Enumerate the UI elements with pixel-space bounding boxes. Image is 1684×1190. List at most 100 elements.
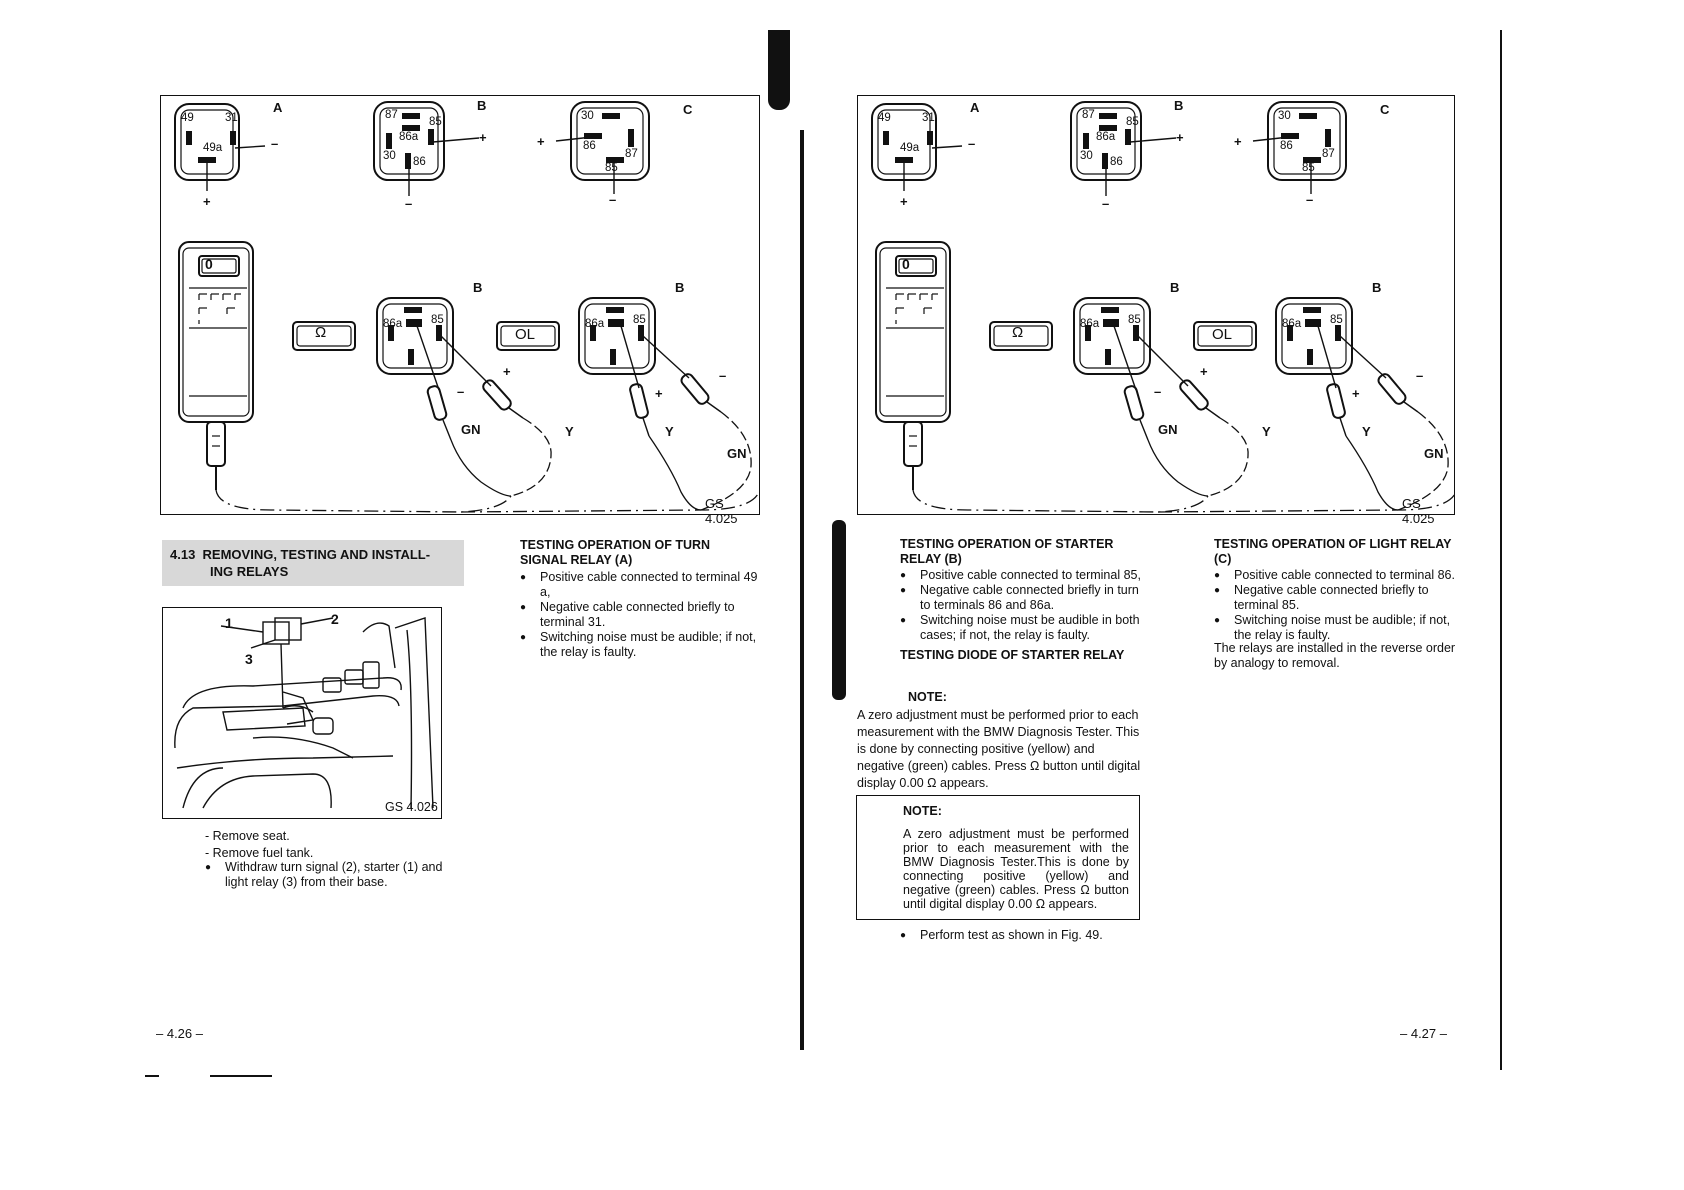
light-relay-heading: TESTING OPERATION OF LIGHT RELAY (C) [1214, 537, 1452, 566]
starter-bullet: Positive cable connected to terminal 85, [900, 568, 1142, 583]
step-remove-fuel-tank: - Remove fuel tank. [205, 846, 314, 860]
relay-location-drawing [174, 617, 434, 809]
minus-a: – [968, 136, 976, 151]
page-edge-right [1500, 30, 1502, 1070]
minus-t2: – [1416, 368, 1424, 383]
light-relay-bullet: Switching noise must be audible; if not,… [1214, 613, 1456, 643]
light-relay-bullet: Negative cable connected briefly to term… [1214, 583, 1456, 613]
plus-t1: + [1200, 364, 1208, 379]
pin-t2-85: 85 [1330, 314, 1343, 326]
test-relay-2-body [578, 297, 656, 375]
plus-b: + [1176, 130, 1184, 145]
label-a: A [970, 100, 980, 115]
ol-button-graphic [1193, 321, 1257, 351]
label-3: 3 [245, 651, 253, 667]
plus-t1: + [503, 364, 511, 379]
label-2: 2 [331, 611, 339, 627]
plus-c: + [1234, 134, 1242, 149]
plus-t2: + [655, 386, 663, 401]
figure-code: GS 4.026 [385, 800, 438, 814]
pin-t1-86a: 86a [1080, 318, 1100, 330]
pin-t2-85: 85 [633, 314, 646, 326]
pin-31: 31 [225, 112, 238, 124]
pin-86a: 86a [399, 131, 419, 143]
wire-gn-1: GN [461, 422, 481, 437]
relay-a-pin-31 [230, 131, 236, 145]
note-text: A zero adjustment must be performed prio… [857, 708, 1141, 790]
step-remove-seat: - Remove seat. [205, 829, 290, 843]
wire-y-1: Y [565, 424, 574, 439]
install-note: The relays are installed in the reverse … [1214, 641, 1456, 670]
test-relay-2-body [1275, 297, 1353, 375]
meter-display: 0 [902, 256, 910, 272]
pin-85: 85 [1126, 116, 1139, 128]
pin-c-85: 85 [605, 162, 618, 174]
section-title: 4.13 REMOVING, TESTING AND INSTALL- ING … [162, 540, 464, 586]
label-b-test2: B [675, 280, 685, 295]
pin-t2-86a: 86a [585, 318, 605, 330]
plus-a: + [203, 194, 211, 209]
pin-31: 31 [922, 112, 935, 124]
minus-c: – [609, 192, 617, 207]
pin-t1-86a: 86a [383, 318, 403, 330]
multimeter-body [875, 241, 951, 423]
wire-y-1: Y [1262, 424, 1271, 439]
minus-b: – [1102, 196, 1110, 211]
relay-a-pin-31 [927, 131, 933, 145]
plus-t2: + [1352, 386, 1360, 401]
diode-heading: TESTING DIODE OF STARTER RELAY [900, 648, 1125, 662]
minus-b: – [405, 196, 413, 211]
ohm-button-graphic [292, 321, 356, 351]
ol-button-label: OL [515, 326, 536, 343]
label-b-test1: B [473, 280, 483, 295]
note-box: NOTE: A zero adjustment must be performe… [856, 795, 1140, 920]
turn-signal-heading: TESTING OPERATION OF TURN SIGNAL RELAY (… [520, 538, 711, 567]
light-relay-bullet: Positive cable connected to terminal 86. [1214, 568, 1456, 583]
relay-c-body [1267, 101, 1347, 181]
test-relay-1-body [376, 297, 454, 375]
relay-a-pin-49a [895, 157, 913, 163]
relay-a-pin-49a [198, 157, 216, 163]
test-relay-1-body [1073, 297, 1151, 375]
label-c: C [1380, 102, 1390, 117]
minus-a: – [271, 136, 279, 151]
page-number-left: – 4.26 – [156, 1026, 203, 1041]
pin-49a: 49a [203, 142, 223, 154]
wire-y-2: Y [665, 424, 674, 439]
page-number-right: – 4.27 – [1400, 1026, 1447, 1041]
figure-code: GS 4.025 [705, 496, 738, 526]
gutter-shadow [768, 30, 790, 110]
section-title-line1: REMOVING, TESTING AND INSTALL- [202, 547, 431, 562]
pin-c-30: 30 [1278, 110, 1291, 122]
pin-c-85: 85 [1302, 162, 1315, 174]
pin-85: 85 [429, 116, 442, 128]
wire-gn-2: GN [1424, 446, 1444, 461]
starter-bullets: Positive cable connected to terminal 85,… [900, 568, 1142, 643]
starter-bullet: Negative cable connected briefly in turn… [900, 583, 1142, 613]
footer-line-1 [145, 1075, 159, 1077]
pin-86: 86 [1110, 156, 1123, 168]
label-b: B [1174, 98, 1184, 113]
minus-t1: – [457, 384, 465, 399]
ol-button-graphic [496, 321, 560, 351]
relay-a-pin-49 [186, 131, 192, 145]
section-title-line2: ING RELAYS [210, 564, 289, 579]
pin-87: 87 [1082, 109, 1095, 121]
relay-a-pin-49 [883, 131, 889, 145]
pin-86: 86 [413, 156, 426, 168]
label-1: 1 [225, 615, 233, 631]
relay-test-diagram [871, 101, 1457, 513]
ohm-button-label: Ω [1012, 324, 1024, 341]
wire-gn-2: GN [727, 446, 747, 461]
label-c: C [683, 102, 693, 117]
light-relay-bullets: Positive cable connected to terminal 86.… [1214, 568, 1456, 643]
minus-t2: – [719, 368, 727, 383]
figure-code: GS 4.025 [1402, 496, 1435, 526]
plus-a: + [900, 194, 908, 209]
pin-49: 49 [181, 112, 194, 124]
relay-test-diagram [174, 101, 760, 513]
turn-signal-bullets: Positive cable connected to terminal 49 … [520, 570, 762, 660]
note-heading: NOTE: [908, 690, 947, 704]
